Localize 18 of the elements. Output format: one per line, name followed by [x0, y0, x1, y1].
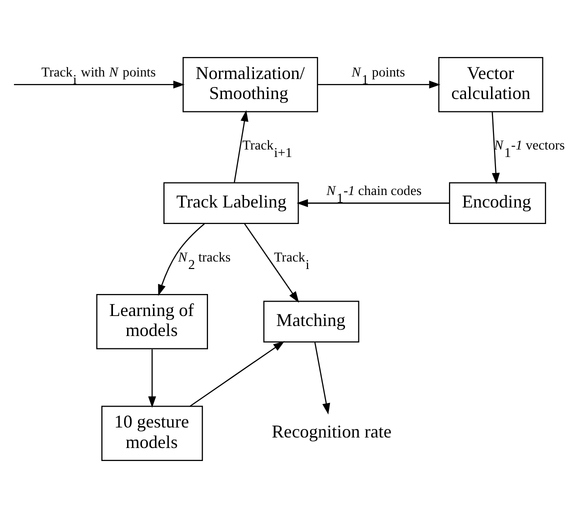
- arrow: [158, 222, 205, 296]
- arrow: [296, 198, 450, 207]
- arrow: [314, 342, 330, 414]
- arrow: [148, 348, 156, 408]
- node-box: Encoding: [448, 182, 546, 224]
- node-box: Vector calculation: [438, 56, 544, 112]
- node-box: 10 gesture models: [101, 405, 203, 461]
- arrow: [244, 222, 299, 302]
- node-box: Track Labeling: [163, 182, 299, 224]
- arrow: [234, 110, 248, 182]
- arrow: [14, 80, 185, 88]
- arrow: [190, 340, 285, 406]
- node-box: Matching: [263, 300, 360, 342]
- node-box: Normalization/ Smoothing: [182, 56, 318, 112]
- node-text: Recognition rate: [272, 421, 392, 442]
- arrow: [492, 111, 500, 184]
- arrow: [318, 80, 440, 88]
- node-box: Learning of models: [96, 294, 208, 349]
